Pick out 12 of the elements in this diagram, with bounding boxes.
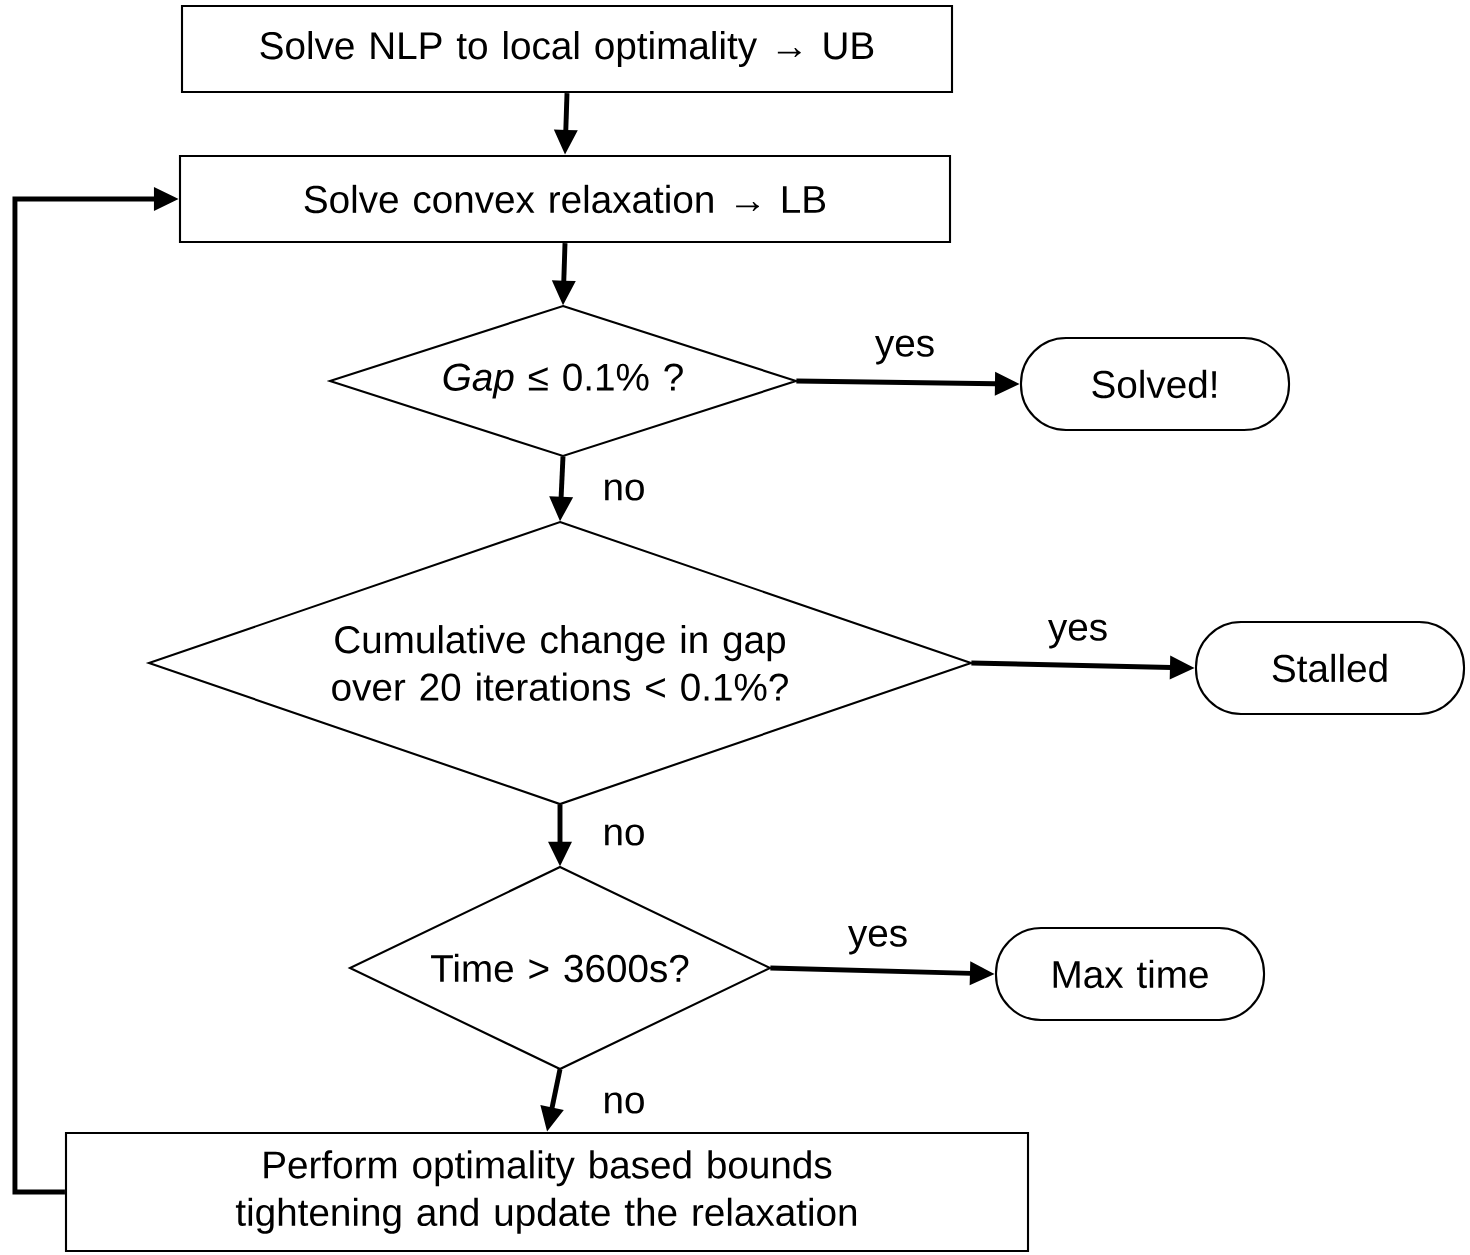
edge-label: no (600, 477, 648, 503)
edge-label: yes (1046, 617, 1110, 651)
edge-label: yes (846, 923, 910, 957)
edge-label: no (600, 1090, 648, 1116)
terminal-box: Max time (994, 926, 1266, 1022)
edge-label: yes (873, 333, 937, 367)
process-box: Solve NLP to local optimality → UB (180, 4, 954, 94)
process-box: Perform optimality based bounds tightening and update the relaxation (64, 1131, 1030, 1253)
terminal-box: Stalled (1194, 620, 1466, 716)
process-box: Solve convex relaxation → LB (178, 154, 952, 244)
edge-label: no (600, 822, 648, 848)
terminal-box: Solved! (1019, 336, 1291, 432)
